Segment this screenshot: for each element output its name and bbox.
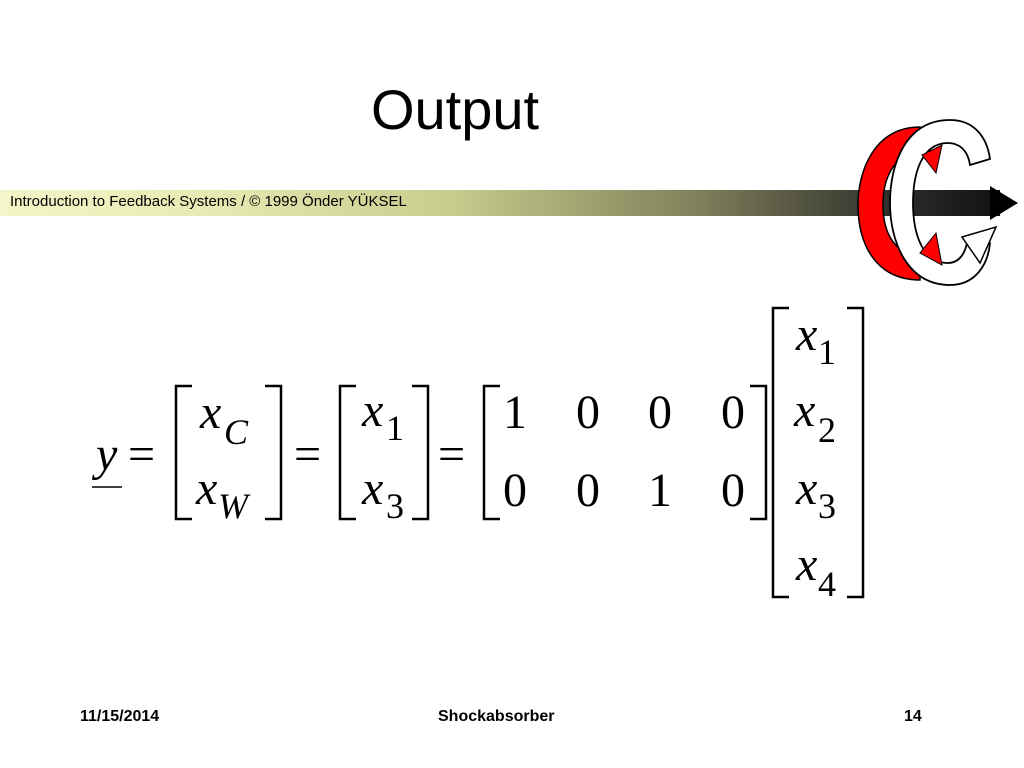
state-row-4-base: x <box>795 538 817 591</box>
vec1-row-1-base: x <box>199 386 221 439</box>
matrix-cell-2-4: 0 <box>721 464 745 517</box>
bracket-right-matrix <box>750 384 768 521</box>
lhs-variable: y <box>91 428 118 481</box>
slide-title: Output <box>370 78 540 141</box>
equals-sign-3: = <box>438 428 465 481</box>
vec2-row-2-base: x <box>361 462 383 515</box>
bracket-left-2 <box>338 384 356 521</box>
vec1-row-1-sub: C <box>224 412 249 452</box>
matrix-cell-1-1: 1 <box>503 386 527 439</box>
matrix-cell-2-1: 0 <box>503 464 527 517</box>
footer-title: Shockabsorber <box>438 708 555 725</box>
state-row-1-sub: 1 <box>818 332 836 372</box>
bracket-left-state <box>771 306 789 599</box>
equals-sign-2: = <box>294 428 321 481</box>
matrix-cell-1-2: 0 <box>576 386 600 439</box>
feedback-loop-logo-icon <box>857 119 998 286</box>
footer-date: 11/15/2014 <box>80 708 160 725</box>
state-row-2-sub: 2 <box>818 410 836 450</box>
vec2-row-2-sub: 3 <box>386 486 404 526</box>
bracket-right-2 <box>412 384 430 521</box>
vec1-row-2-sub: W <box>218 486 251 526</box>
state-row-4-sub: 4 <box>818 564 836 604</box>
matrix-cell-1-3: 0 <box>648 386 672 439</box>
bracket-left-matrix <box>482 384 500 521</box>
banner-arrow-icon <box>990 186 1018 220</box>
matrix-cell-1-4: 0 <box>721 386 745 439</box>
vec1-row-2-base: x <box>195 462 217 515</box>
bracket-left-1 <box>174 384 192 521</box>
footer-page-number: 14 <box>904 708 922 725</box>
state-row-1-base: x <box>795 308 817 361</box>
matrix-cell-2-2: 0 <box>576 464 600 517</box>
banner-text: Introduction to Feedback Systems / © 199… <box>10 193 407 210</box>
vec2-row-1-base: x <box>361 384 383 437</box>
state-row-3-base: x <box>795 462 817 515</box>
equals-sign-1: = <box>128 428 155 481</box>
vec2-row-1-sub: 1 <box>386 408 404 448</box>
bracket-right-state <box>847 306 865 599</box>
matrix-cell-2-3: 1 <box>648 464 672 517</box>
state-row-3-sub: 3 <box>818 486 836 526</box>
state-row-2-base: x <box>793 384 815 437</box>
banner-bar <box>0 190 1000 216</box>
bracket-right-1 <box>265 384 283 521</box>
